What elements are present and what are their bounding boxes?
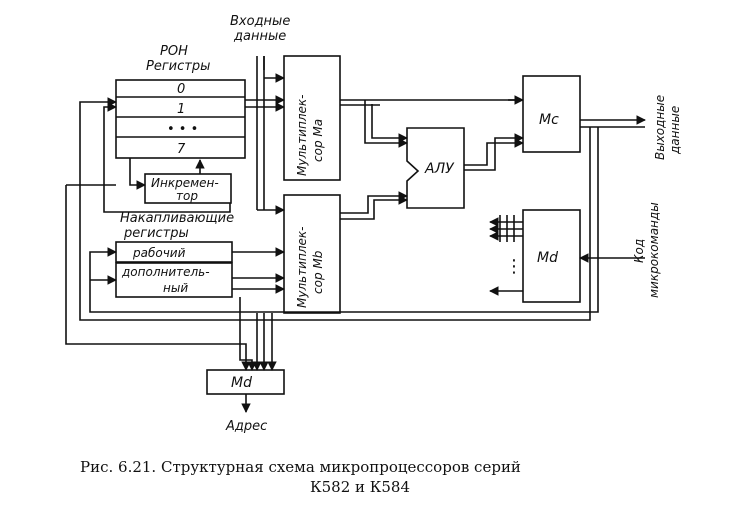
output-data-label-1: Выходные bbox=[653, 95, 667, 160]
address-label: Адрес bbox=[225, 419, 267, 434]
mux-a-label-2: сор Ma bbox=[311, 119, 325, 162]
caption-line-2: К582 и К584 bbox=[310, 478, 410, 496]
working-register-label: рабочий bbox=[132, 246, 186, 260]
reg-row-1: 1 bbox=[177, 102, 185, 117]
reg-row-7: 7 bbox=[177, 142, 186, 157]
mc-block bbox=[522, 75, 581, 153]
accum-label-1: Накапливающие bbox=[120, 211, 234, 226]
reg-row-0: 0 bbox=[177, 82, 185, 97]
md-bottom-label: Md bbox=[231, 375, 252, 391]
extra-register-label-2: ный bbox=[163, 281, 188, 295]
mux-a-block bbox=[283, 55, 341, 181]
extra-register-label-1: дополнитель- bbox=[121, 265, 210, 279]
mux-a-label-1: Мультиплек- bbox=[295, 95, 309, 176]
reg-row-dots: • • • bbox=[167, 122, 198, 137]
incrementer-label-2: тор bbox=[176, 189, 198, 203]
ron-register-block bbox=[115, 79, 246, 159]
mux-b-label-2: сор Mb bbox=[311, 250, 325, 294]
incrementer-label-1: Инкремен- bbox=[151, 176, 219, 190]
output-data-label-2: данные bbox=[668, 106, 682, 155]
md-outputs-dots: ⋮ bbox=[505, 256, 523, 277]
accum-label-2: регистры bbox=[123, 226, 189, 241]
caption-line-1: Рис. 6.21. Структурная схема микропроцес… bbox=[80, 458, 521, 476]
alu-label: АЛУ bbox=[424, 161, 455, 177]
mux-b-label-1: Мультиплек- bbox=[295, 227, 309, 308]
md-right-label: Md bbox=[537, 250, 558, 266]
mc-label: Mc bbox=[539, 112, 559, 128]
microcode-label-2: микрокоманды bbox=[647, 202, 661, 298]
microcode-label-1: Код bbox=[632, 239, 646, 263]
input-data-label-1: Входные bbox=[230, 14, 290, 29]
ron-label: РОН bbox=[160, 44, 188, 59]
ron-sublabel: Регистры bbox=[146, 59, 210, 74]
input-data-label-2: данные bbox=[233, 29, 286, 44]
